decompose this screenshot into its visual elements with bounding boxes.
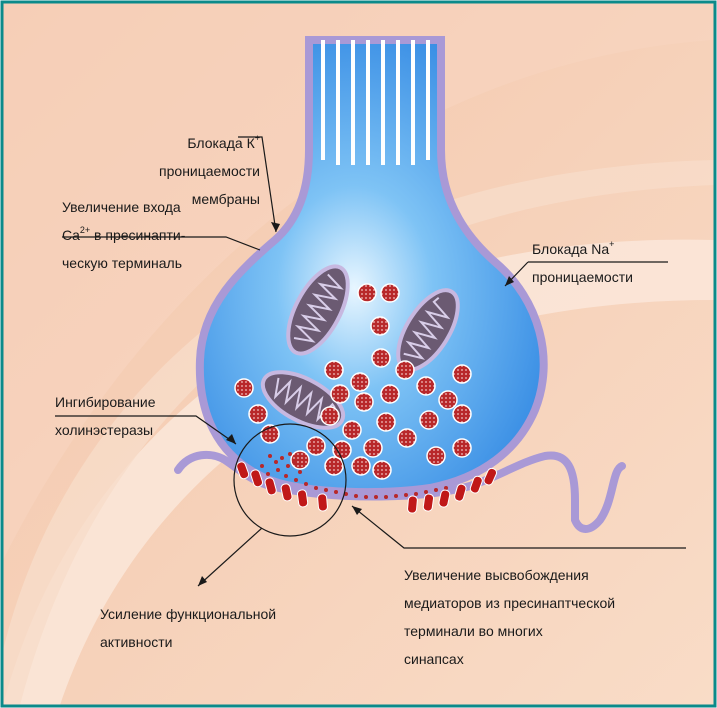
receptor — [407, 496, 417, 514]
label-ca-increase-line2b: в пресинапти- — [90, 227, 185, 243]
vesicle — [439, 391, 457, 409]
vesicle — [381, 385, 399, 403]
vesicle — [355, 393, 373, 411]
label-functional: Усиление функциональной активности — [100, 593, 330, 649]
vesicle — [372, 349, 390, 367]
label-na-block-line2: проницаемости — [532, 269, 633, 285]
receptor — [297, 489, 308, 507]
vesicle — [307, 437, 325, 455]
label-cholinesterase-line2: холинэстеразы — [55, 422, 153, 438]
label-k-block-sup: + — [255, 133, 260, 143]
vesicle — [235, 379, 253, 397]
label-cholinesterase: Ингибирование холинэстеразы — [55, 381, 215, 437]
label-release: Увеличение высвобождения медиаторов из п… — [404, 554, 694, 666]
label-na-block: Блокада Na+ проницаемости — [532, 228, 692, 284]
label-ca-increase: Увеличение входа Ca2+ в пресинапти- ческ… — [62, 186, 262, 270]
vesicle — [291, 451, 309, 469]
label-na-block-sup: + — [609, 239, 614, 249]
vesicle — [358, 284, 376, 302]
label-functional-line2: активности — [100, 634, 173, 650]
vesicle — [453, 365, 471, 383]
vesicle — [249, 405, 267, 423]
vesicle — [352, 457, 370, 475]
receptor — [317, 494, 327, 512]
vesicle — [325, 457, 343, 475]
label-ca-increase-line3: ческую терминаль — [62, 255, 182, 271]
label-k-block-line1: Блокада К — [187, 135, 254, 151]
label-release-line1: Увеличение высвобождения — [404, 567, 589, 583]
vesicle — [398, 429, 416, 447]
vesicle — [371, 317, 389, 335]
label-cholinesterase-line1: Ингибирование — [55, 394, 156, 410]
label-ca-increase-line2a: Ca — [62, 227, 80, 243]
vesicle — [351, 373, 369, 391]
label-na-block-line1: Блокада Na — [532, 241, 609, 257]
vesicle — [420, 411, 438, 429]
label-release-line4: синапсах — [404, 651, 464, 667]
vesicle — [453, 405, 471, 423]
label-release-line2: медиаторов из пресинаптческой — [404, 595, 615, 611]
vesicle — [333, 441, 351, 459]
vesicle — [396, 361, 414, 379]
label-release-line3: терминали во многих — [404, 623, 543, 639]
vesicle — [321, 407, 339, 425]
vesicle — [417, 377, 435, 395]
label-ca-increase-sup: 2+ — [80, 225, 90, 235]
label-k-block-line2: проницаемости — [159, 163, 260, 179]
vesicle — [373, 461, 391, 479]
label-ca-increase-line1: Увеличение входа — [62, 199, 181, 215]
vesicle — [427, 447, 445, 465]
receptor — [423, 494, 434, 512]
label-functional-line1: Усиление функциональной — [100, 606, 276, 622]
vesicle — [381, 284, 399, 302]
vesicle — [364, 439, 382, 457]
vesicle — [453, 439, 471, 457]
vesicle — [331, 385, 349, 403]
vesicle — [325, 361, 343, 379]
vesicle — [377, 413, 395, 431]
vesicle — [343, 421, 361, 439]
